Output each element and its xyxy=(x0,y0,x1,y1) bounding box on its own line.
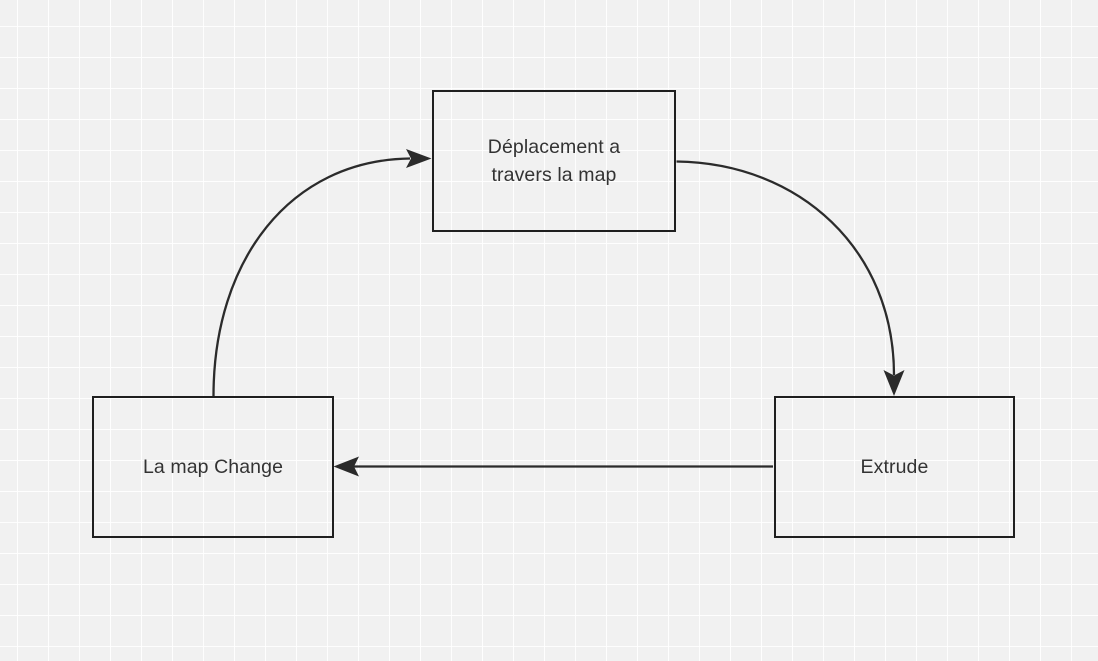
edge-change-to-deplacement-arrowhead xyxy=(406,149,432,168)
edge-extrude-to-change-arrowhead xyxy=(333,456,359,477)
node-extrude[interactable]: Extrude xyxy=(774,396,1015,538)
edge-deplacement-to-extrude xyxy=(676,160,905,396)
node-la-map-change-label: La map Change xyxy=(142,456,284,478)
node-extrude-label: Extrude xyxy=(860,456,929,478)
edge-extrude-to-change xyxy=(333,456,773,477)
edge-change-to-deplacement-path xyxy=(212,157,411,397)
edge-deplacement-to-extrude-path xyxy=(676,160,896,376)
node-la-map-change[interactable]: La map Change xyxy=(92,396,334,538)
node-deplacement-label: Déplacement a travers la map xyxy=(487,136,621,186)
node-deplacement[interactable]: Déplacement a travers la map xyxy=(432,90,676,232)
edge-change-to-deplacement xyxy=(212,149,432,397)
edge-deplacement-to-extrude-arrowhead xyxy=(883,370,905,396)
